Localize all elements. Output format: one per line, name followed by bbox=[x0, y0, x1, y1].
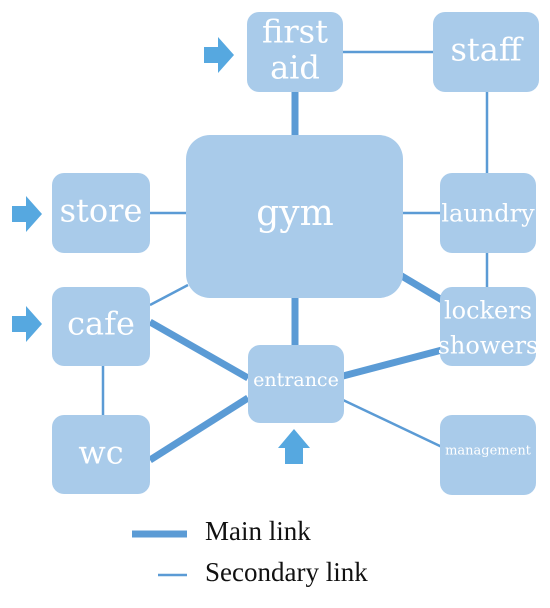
legend-secondary-link-label: Secondary link bbox=[205, 557, 368, 587]
node-staff: staff bbox=[433, 12, 539, 92]
node-first-aid-label-line2: aid bbox=[270, 49, 320, 87]
legend-main-link-label: Main link bbox=[205, 516, 311, 546]
node-store-label: store bbox=[60, 192, 143, 230]
node-wc: wc bbox=[52, 415, 150, 494]
arrow-right-icon-store bbox=[12, 196, 42, 232]
node-first-aid-label-line1: first bbox=[262, 13, 328, 51]
node-store: store bbox=[52, 173, 150, 253]
node-gym-label: gym bbox=[256, 193, 334, 234]
node-laundry: laundry bbox=[440, 173, 536, 253]
node-staff-label: staff bbox=[450, 31, 523, 69]
node-management-label: management bbox=[445, 444, 532, 459]
link-gym-lockers bbox=[398, 271, 444, 304]
node-first-aid: first aid bbox=[247, 12, 343, 92]
node-lockers-showers: lockers showers bbox=[438, 287, 539, 366]
arrow-right-icon-first-aid bbox=[204, 37, 234, 73]
link-wc-entrance bbox=[148, 395, 250, 463]
node-showers-label: showers bbox=[438, 332, 539, 360]
link-cafe-entrance bbox=[148, 318, 250, 382]
legend: Main link Secondary link bbox=[132, 516, 368, 587]
node-gym: gym bbox=[186, 135, 403, 298]
node-entrance-label: entrance bbox=[253, 369, 339, 391]
node-entrance: entrance bbox=[248, 345, 344, 423]
links bbox=[101, 50, 489, 463]
arrow-up-icon-entrance bbox=[278, 429, 310, 464]
link-entrance-lockers bbox=[342, 346, 443, 380]
node-cafe: cafe bbox=[52, 287, 150, 366]
node-management: management bbox=[440, 415, 536, 495]
node-wc-label: wc bbox=[78, 434, 123, 472]
node-laundry-label: laundry bbox=[441, 200, 535, 228]
node-cafe-label: cafe bbox=[67, 305, 135, 343]
link-cafe-gym bbox=[149, 283, 189, 307]
node-lockers-label: lockers bbox=[444, 297, 532, 325]
arrow-right-icon-cafe bbox=[12, 306, 42, 342]
link-entrance-management bbox=[342, 398, 443, 449]
